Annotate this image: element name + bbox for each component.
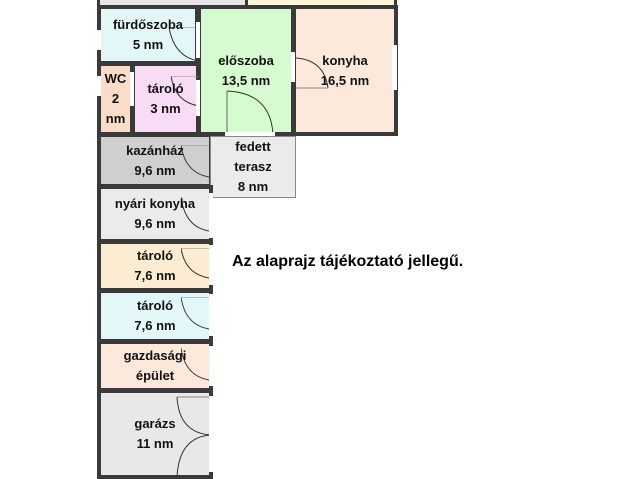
door-opening — [291, 52, 295, 82]
room-name: tároló — [136, 298, 174, 313]
door-opening — [225, 132, 275, 136]
room-area: 5 nm — [132, 37, 164, 52]
room-name: kazánház — [126, 142, 184, 158]
room-name-line2: terasz — [234, 159, 272, 174]
door-arc-icon — [169, 27, 199, 62]
room-eloszoba: előszoba 13,5 nm — [197, 5, 295, 136]
door-arc-icon — [181, 197, 210, 232]
room-name-line1: gazdasági — [123, 348, 187, 363]
room-gazdasagi-epulet: gazdasági épület — [97, 340, 213, 392]
room-area: 16,5 nm — [320, 72, 370, 88]
room-area: 9,6 nm — [134, 216, 176, 231]
door-arc-icon — [171, 76, 200, 107]
room-tarolo-3: tároló 3 nm — [131, 62, 200, 136]
room-tarolo-yellow: tároló 7,6 nm — [97, 240, 213, 292]
room-name: WC — [104, 71, 127, 86]
room-tarolo-blue: tároló 7,6 nm — [97, 289, 213, 343]
door-opening — [209, 245, 213, 285]
room-area: 7,6 nm — [134, 268, 176, 283]
room-kazanhaz: kazánház 9,6 nm — [97, 133, 213, 188]
door-opening — [130, 72, 134, 106]
room-area: 2 nm — [105, 91, 126, 126]
room-area: 11 nm — [136, 436, 174, 451]
door-opening — [97, 30, 101, 50]
room-name-line2: épület — [135, 368, 175, 383]
room-konyha: konyha 16,5 nm — [292, 5, 398, 136]
door-opening — [209, 396, 213, 472]
door-arc-icon — [226, 90, 274, 136]
door-opening — [97, 76, 101, 96]
room-area: 8 nm — [237, 179, 269, 194]
door-arc-icon — [296, 57, 329, 89]
door-opening — [209, 294, 213, 336]
room-name: garázs — [134, 416, 176, 431]
garage-door-arc-icon — [176, 396, 212, 478]
room-area: 9,6 nm — [134, 162, 176, 178]
room-area: 13,5 nm — [221, 72, 271, 88]
room-name: tároló — [147, 81, 184, 96]
room-garazs: garázs 11 nm — [97, 389, 213, 479]
room-name: előszoba — [218, 52, 274, 68]
door-arc-icon — [181, 348, 210, 381]
door-opening — [209, 346, 213, 386]
room-area: 7,6 nm — [134, 318, 176, 333]
door-opening — [209, 193, 213, 238]
door-arc-icon — [181, 248, 210, 279]
disclaimer-note: Az alaprajz tájékoztató jellegű. — [232, 253, 464, 270]
door-opening — [196, 80, 200, 116]
door-arc-icon — [181, 297, 210, 330]
room-nyari-konyha: nyári konyha 9,6 nm — [97, 185, 213, 243]
door-arc-icon — [181, 145, 210, 178]
room-name-line1: fedett — [235, 139, 271, 154]
room-name: fürdőszoba — [112, 17, 184, 32]
room-fedett-terasz: fedett terasz 8 nm — [210, 136, 296, 198]
room-area: 3 nm — [150, 101, 181, 116]
room-name: konyha — [322, 52, 368, 68]
room-furdoszoba: fürdőszoba 5 nm — [97, 5, 199, 65]
room-wc: WC 2 nm — [97, 62, 134, 136]
room-name: nyári konyha — [114, 196, 196, 211]
door-opening — [196, 22, 200, 58]
room-name: tároló — [136, 248, 174, 263]
door-opening — [392, 45, 397, 90]
